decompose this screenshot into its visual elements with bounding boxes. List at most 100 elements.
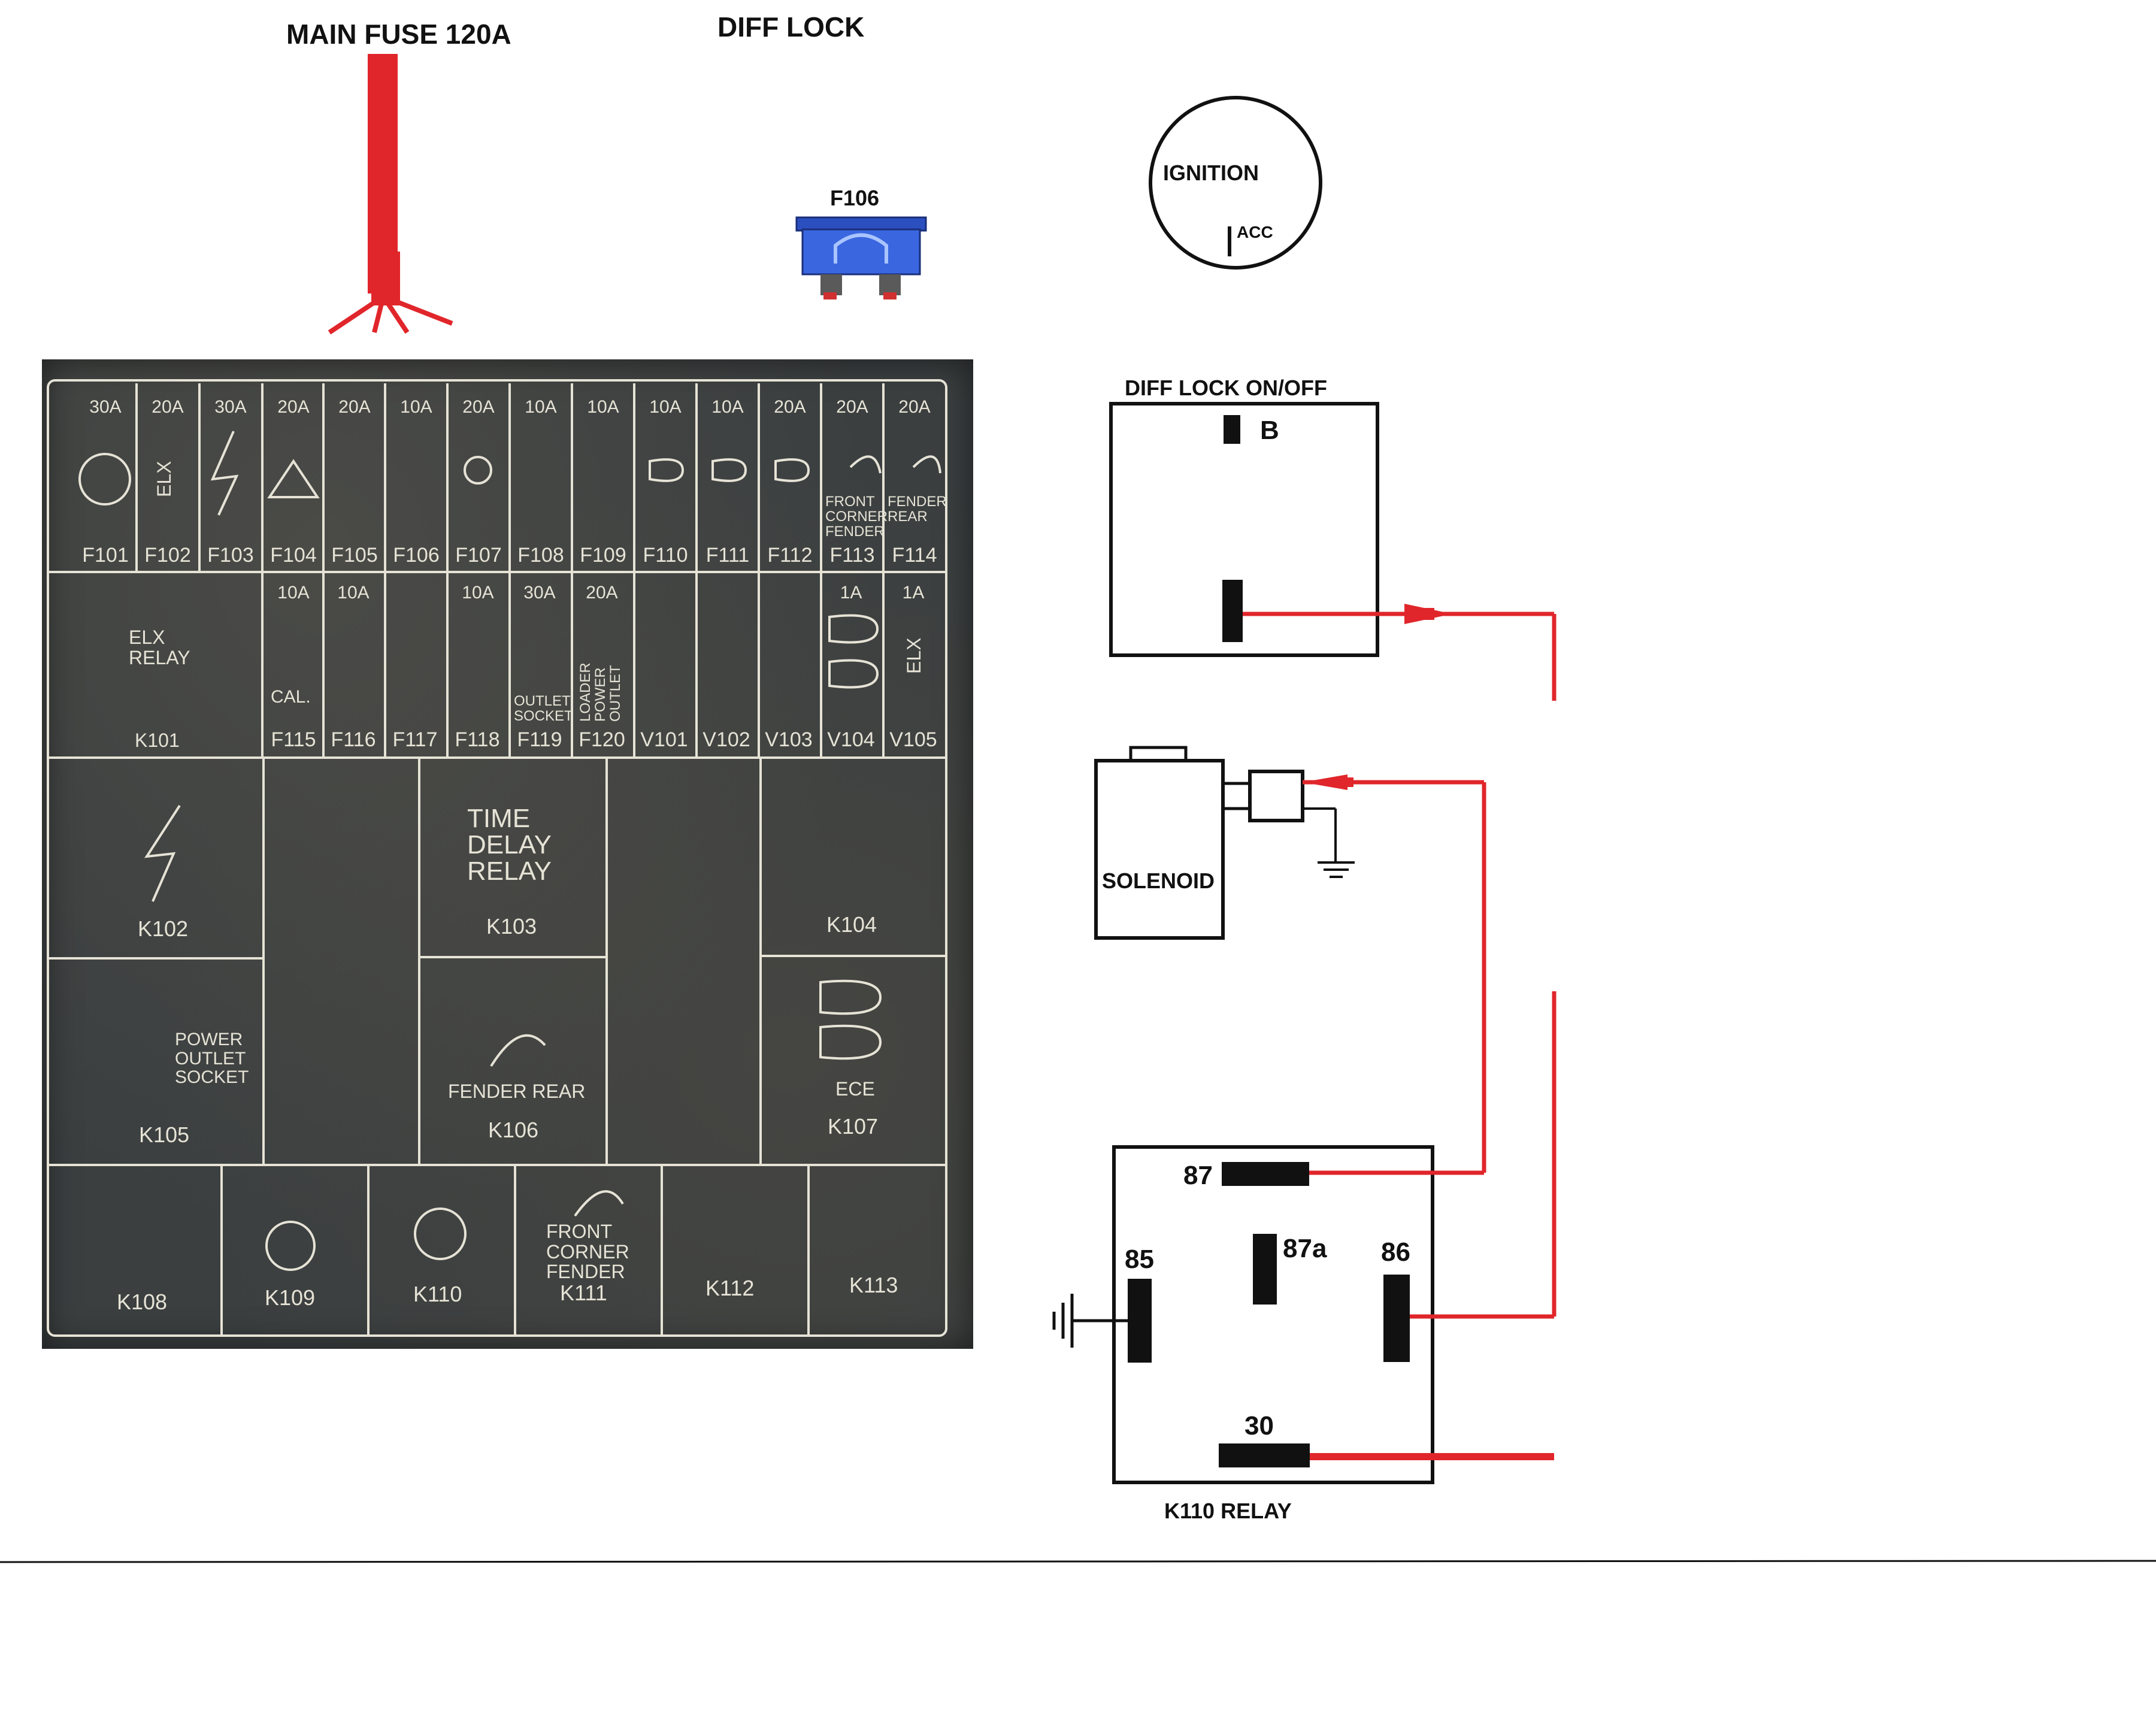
row1-fender-rear-text: FENDER REAR	[888, 494, 947, 525]
row2-fuse-id-10: V105	[889, 728, 937, 751]
k103-label: K103	[486, 914, 537, 939]
k111-label: K111	[560, 1281, 607, 1305]
outlet-socket-text: OUTLET SOCKET	[514, 693, 573, 725]
row1-fuse-id-7: F108	[517, 544, 564, 567]
fuse-f106-leg-left	[820, 274, 842, 295]
row1-fuse-id-5: F106	[393, 544, 440, 567]
fuse-f106-label: F106	[830, 186, 880, 210]
row1-rating-8: 10A	[587, 397, 619, 417]
solenoid-body	[1094, 759, 1225, 940]
power-outlet-socket-text: POWER OUTLET SOCKET	[175, 1030, 249, 1087]
row2-fuse-id-7: V102	[702, 728, 750, 751]
row1-front-corner-text: FRONT CORNER FENDER	[825, 494, 888, 540]
relay-pin-87a	[1253, 1234, 1277, 1305]
row2-fuse-id-1: F116	[331, 728, 376, 751]
row1-rating-6: 20A	[462, 397, 495, 417]
ignition-acc-label: ACC	[1237, 223, 1273, 241]
k107-label: K107	[828, 1114, 879, 1139]
row1-fuse-id-10: F111	[705, 544, 750, 567]
ignition-label: IGNITION	[1163, 161, 1259, 185]
row2-rating-6: 1A	[902, 583, 925, 603]
relay-pin-86-label: 86	[1381, 1237, 1410, 1267]
row2-fuse-id-5: F120	[579, 728, 625, 751]
main-fuse-strand-2	[372, 296, 386, 333]
row1-fuse-id-8: F109	[580, 544, 626, 567]
elx-relay-text: ELX RELAY	[129, 627, 190, 668]
k104-label: K104	[826, 912, 877, 937]
switch-terminal-b-label: B	[1260, 416, 1279, 445]
k113-label: K113	[849, 1273, 898, 1297]
relay-pin-87	[1222, 1162, 1309, 1186]
row2-rating-5: 1A	[840, 583, 862, 603]
solenoid-connector	[1248, 770, 1304, 822]
row2-fuse-id-0: F115	[271, 728, 316, 751]
cal-text: CAL.	[271, 687, 311, 707]
row1-fuse-id-9: F110	[643, 544, 688, 567]
relay-pin-86	[1383, 1275, 1410, 1362]
row2-fuse-id-3: F118	[455, 728, 500, 751]
row2-rating-2: 10A	[462, 583, 494, 603]
row2-fuse-id-4: F119	[517, 728, 562, 751]
main-fuse-strand-3	[381, 295, 410, 334]
row2-fuse-id-2: F117	[392, 728, 438, 751]
main-fuse-strand-4	[382, 294, 453, 326]
relay-pin-85	[1128, 1279, 1152, 1363]
fuse-panel	[42, 359, 973, 1349]
k112-label: K112	[705, 1276, 755, 1300]
row1-rating-3: 20A	[277, 397, 310, 417]
fuse-f106-element	[834, 233, 888, 264]
row1-fuse-id-4: F105	[331, 544, 378, 567]
loader-power-outlet-text: LOADER POWER OUTLET	[577, 662, 624, 722]
ece-text: ECE	[835, 1078, 875, 1100]
row2-rating-1: 10A	[337, 583, 370, 603]
fender-rear-text: FENDER REAR	[448, 1081, 586, 1102]
diff-lock-switch-box	[1109, 402, 1379, 657]
row1-elx-text: ELX	[153, 461, 175, 497]
ignition-switch	[1149, 96, 1322, 270]
row1-rating-9: 10A	[649, 397, 682, 417]
row2-rating-3: 30A	[523, 583, 556, 603]
row2-rating-0: 10A	[277, 583, 310, 603]
k105-label: K105	[139, 1122, 190, 1147]
row2-fuse-id-8: V103	[765, 728, 813, 751]
k101-label: K101	[135, 730, 180, 751]
row1-rating-2: 30A	[214, 397, 247, 417]
relay-pin-87-label: 87	[1183, 1161, 1213, 1190]
solenoid-label: SOLENOID	[1102, 868, 1215, 893]
relay-pin-87a-label: 87a	[1283, 1234, 1327, 1263]
main-fuse-title: MAIN FUSE 120A	[286, 19, 511, 50]
row1-rating-13: 20A	[898, 397, 931, 417]
row1-rating-11: 20A	[774, 397, 806, 417]
row1-fuse-id-13: F114	[892, 544, 937, 567]
row1-rating-1: 20A	[152, 397, 184, 417]
k102-label: K102	[138, 916, 189, 941]
k108-label: K108	[117, 1290, 168, 1314]
relay-pin-30	[1219, 1443, 1310, 1467]
panel-border	[47, 379, 947, 1337]
diff-lock-switch-title: DIFF LOCK ON/OFF	[1125, 376, 1327, 400]
switch-terminal-out	[1222, 580, 1243, 642]
row1-fuse-id-1: F102	[144, 544, 191, 567]
row1-fuse-id-0: F101	[82, 544, 129, 567]
relay-pin-30-label: 30	[1244, 1411, 1274, 1440]
k106-label: K106	[488, 1118, 539, 1142]
row1-fuse-id-12: F113	[829, 544, 875, 567]
row1-rating-12: 20A	[836, 397, 868, 417]
switch-terminal-b	[1224, 415, 1240, 444]
row1-fuse-id-6: F107	[455, 544, 502, 567]
fuse-f106-leg-right	[879, 274, 901, 295]
page-divider	[0, 1560, 2156, 1563]
row1-fuse-id-3: F104	[270, 544, 317, 567]
diff-lock-title: DIFF LOCK	[717, 11, 865, 43]
row2-fuse-id-9: V104	[827, 728, 875, 751]
row1-rating-7: 10A	[525, 397, 557, 417]
main-fuse-strand-1	[328, 294, 385, 335]
row2-rating-4: 20A	[586, 583, 618, 603]
row1-fuse-id-2: F103	[207, 544, 254, 567]
relay-title: K110 RELAY	[1164, 1499, 1292, 1523]
row1-rating-0: 30A	[89, 397, 122, 417]
row1-rating-5: 10A	[400, 397, 432, 417]
k109-label: K109	[265, 1285, 316, 1310]
